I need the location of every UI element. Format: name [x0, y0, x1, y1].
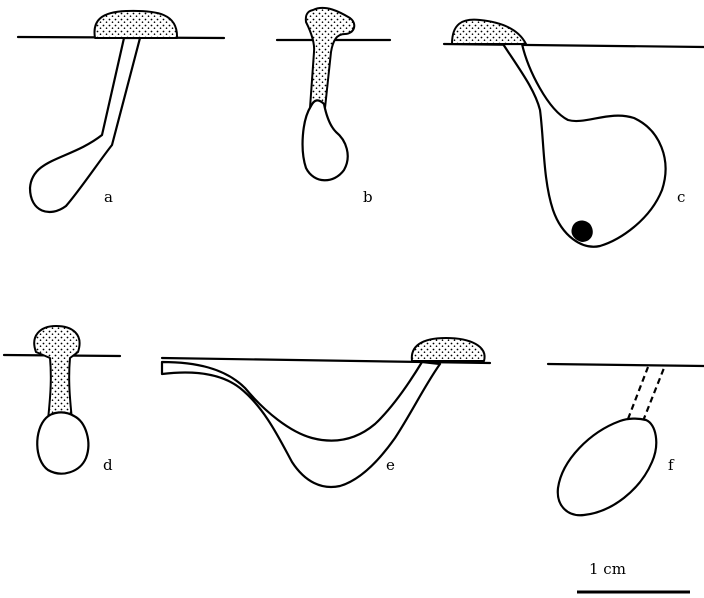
mound-e: [412, 338, 485, 361]
burrow-c: [503, 44, 666, 247]
chamber-f: [558, 419, 656, 516]
mound-a: [94, 11, 177, 38]
collapsed-tunnel-f-left: [628, 367, 648, 419]
label-f: f: [668, 456, 675, 474]
panel-d: d: [4, 326, 120, 474]
burrow-a: [30, 38, 140, 212]
label-d: d: [103, 456, 113, 474]
label-a: a: [104, 188, 113, 206]
collapsed-tunnel-f-right: [643, 368, 664, 421]
label-e: e: [386, 456, 395, 474]
label-c: c: [677, 188, 685, 206]
ground-line-f: [548, 364, 704, 366]
scale-bar-label: 1 cm: [589, 560, 626, 578]
chamber-b: [303, 100, 348, 180]
panel-b: b: [277, 8, 390, 206]
panel-c: c: [444, 20, 704, 247]
panel-e: e: [162, 338, 490, 487]
mound-d: [34, 326, 79, 420]
mound-c: [452, 20, 526, 44]
panel-a: a: [18, 11, 224, 212]
burrow-e: [162, 362, 440, 487]
chamber-d: [37, 412, 88, 473]
mound-b: [306, 8, 354, 108]
scale-bar: 1 cm: [577, 560, 690, 592]
label-b: b: [363, 188, 373, 206]
panel-f: f: [548, 364, 704, 515]
